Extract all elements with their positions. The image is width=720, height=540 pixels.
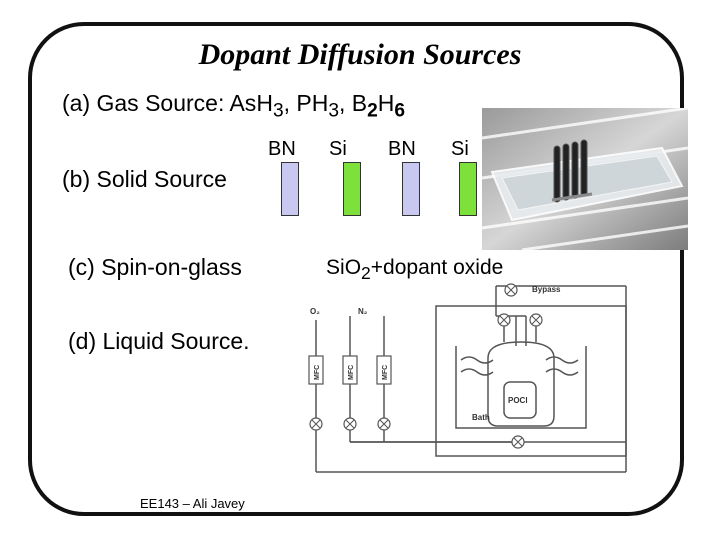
bn-wafer-1 [281,162,299,216]
mfc-label-3: MFC [382,365,389,380]
slide-title: Dopant Diffusion Sources [198,38,522,71]
n2-label: N₂ [358,307,368,316]
sio2-dopant-oxide-text: SiO2+dopant oxide [326,256,504,284]
gas-source-text: (a) Gas Source: AsH3, PH3, B2H6 [62,90,406,122]
bypass-label: Bypass [532,285,561,294]
poci-label: POCl [508,396,528,405]
solid-source-text: (b) Solid Source [62,166,227,192]
si-wafer-1 [343,162,361,216]
wafer-label-bn-2: BN [388,138,416,160]
liquid-source-setup-diagram: O₂ N₂ Bypass MFC MFC MFC POCl Bath [308,283,627,473]
o2-label: O₂ [310,307,320,316]
wafer-boat-photo [482,108,688,250]
wafer-label-si-1: Si [329,138,347,160]
mfc-label-1: MFC [314,365,321,380]
spin-on-glass-text: (c) Spin-on-glass [68,254,242,280]
si-wafer-2 [459,162,477,216]
slide-frame [28,22,684,516]
wafer-label-si-2: Si [451,138,469,160]
mfc-label-2: MFC [348,365,355,380]
bath-label: Bath [472,413,490,422]
footer-text: EE143 – Ali Javey [140,496,245,511]
wafer-label-bn-1: BN [268,138,296,160]
bn-wafer-2 [402,162,420,216]
liquid-source-text: (d) Liquid Source. [68,328,250,354]
